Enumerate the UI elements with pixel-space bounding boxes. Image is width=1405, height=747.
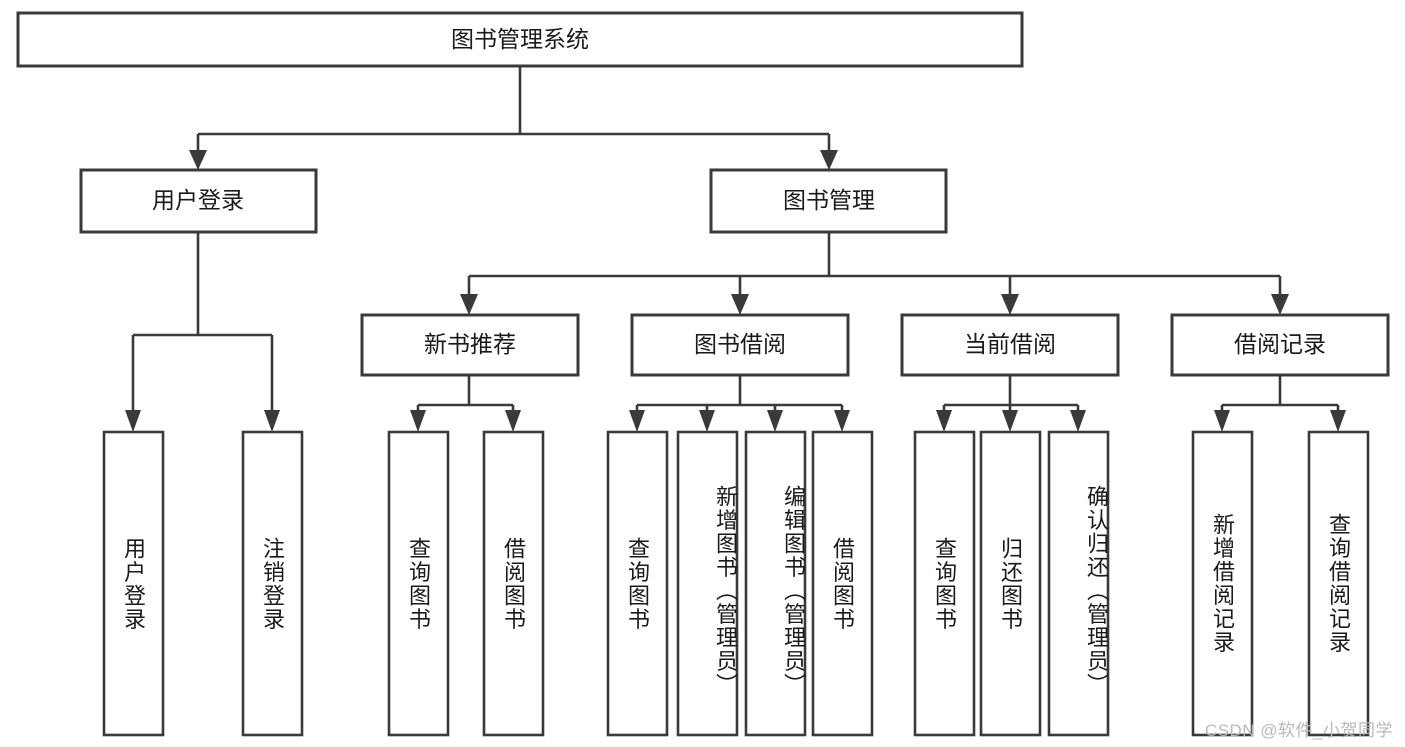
- leaf-add-record-box[interactable]: [1191, 430, 1254, 737]
- node-user-login[interactable]: 用户登录: [79, 168, 318, 234]
- arrow-head-leaf-confirm-return: [1070, 410, 1086, 432]
- arrow-head-borrow-record: [1271, 294, 1289, 315]
- node-borrow-record-box[interactable]: [1170, 313, 1390, 377]
- node-book-manage-box[interactable]: [709, 168, 948, 234]
- arrow-head-leaf-query-record: [1330, 410, 1346, 432]
- node-book-borrow-box[interactable]: [630, 313, 850, 377]
- node-current-borrow-box[interactable]: [900, 313, 1120, 377]
- node-book-borrow[interactable]: 图书借阅: [630, 313, 850, 377]
- node-current-borrow-label: 当前借阅: [964, 331, 1056, 357]
- node-current-borrow[interactable]: 当前借阅: [900, 313, 1120, 377]
- leaf-edit-book-box[interactable]: [744, 430, 807, 737]
- connector-group-borrow-record: [1214, 375, 1346, 432]
- leaf-user-login-box[interactable]: [102, 430, 165, 737]
- node-borrow-record[interactable]: 借阅记录: [1170, 313, 1390, 377]
- connector-group-user-login: [125, 232, 280, 432]
- leaf-logout-login-box[interactable]: [241, 430, 304, 737]
- leaf-borrow-book-1-box[interactable]: [482, 430, 545, 737]
- arrow-head-leaf-borrow-book-1: [505, 410, 521, 432]
- node-user-login-label: 用户登录: [152, 187, 244, 213]
- arrow-head-leaf-add-record: [1214, 410, 1230, 432]
- node-borrow-record-label: 借阅记录: [1234, 331, 1326, 357]
- arrow-head-current-borrow: [1001, 294, 1019, 315]
- leaf-add-book-box[interactable]: [676, 430, 739, 737]
- leaf-query-book-3-box[interactable]: [913, 430, 976, 737]
- node-root-box[interactable]: [16, 11, 1024, 68]
- arrow-head-leaf-query-book-3: [936, 410, 952, 432]
- leaf-boxes: [102, 430, 1370, 737]
- connector-group-root: [189, 66, 838, 170]
- arrow-head-leaf-borrow-book-2: [834, 410, 850, 432]
- node-book-borrow-label: 图书借阅: [694, 331, 786, 357]
- arrow-head-book-manage: [820, 150, 838, 170]
- arrow-head-leaf-return-book: [1002, 410, 1018, 432]
- node-new-book-recommend-label: 新书推荐: [424, 331, 516, 357]
- arrow-head-leaf-edit-book: [767, 410, 783, 432]
- node-root-label: 图书管理系统: [451, 26, 589, 52]
- node-new-book-recommend-box[interactable]: [360, 313, 580, 377]
- arrow-head-leaf-user-login: [125, 410, 141, 432]
- leaf-return-book-box[interactable]: [979, 430, 1042, 737]
- leaf-query-record-box[interactable]: [1307, 430, 1370, 737]
- arrow-head-new-book-recommend: [460, 294, 478, 315]
- arrow-head-user-login: [189, 150, 207, 170]
- node-book-manage[interactable]: 图书管理: [709, 168, 948, 234]
- connector-group-book-manage: [460, 232, 1289, 315]
- connector-group-book-borrow: [629, 375, 850, 432]
- arrow-head-leaf-query-book-1: [410, 410, 426, 432]
- leaf-borrow-book-2-box[interactable]: [811, 430, 874, 737]
- leaf-query-book-1-box[interactable]: [387, 430, 450, 737]
- node-book-manage-label: 图书管理: [783, 187, 875, 213]
- connector-group-current-borrow: [936, 375, 1086, 432]
- node-root[interactable]: 图书管理系统: [16, 11, 1024, 68]
- arrow-head-leaf-logout-login: [264, 410, 280, 432]
- arrow-head-leaf-query-book-2: [629, 410, 645, 432]
- leaf-confirm-return-box[interactable]: [1047, 430, 1110, 737]
- node-user-login-box[interactable]: [79, 168, 318, 234]
- arrow-head-book-borrow: [731, 294, 749, 315]
- node-new-book-recommend[interactable]: 新书推荐: [360, 313, 580, 377]
- leaf-query-book-2-box[interactable]: [606, 430, 669, 737]
- connector-group-new-book-recommend: [410, 375, 521, 432]
- csdn-watermark: CSDN @软件_小贺同学: [1204, 721, 1393, 740]
- arrow-head-leaf-add-book: [699, 410, 715, 432]
